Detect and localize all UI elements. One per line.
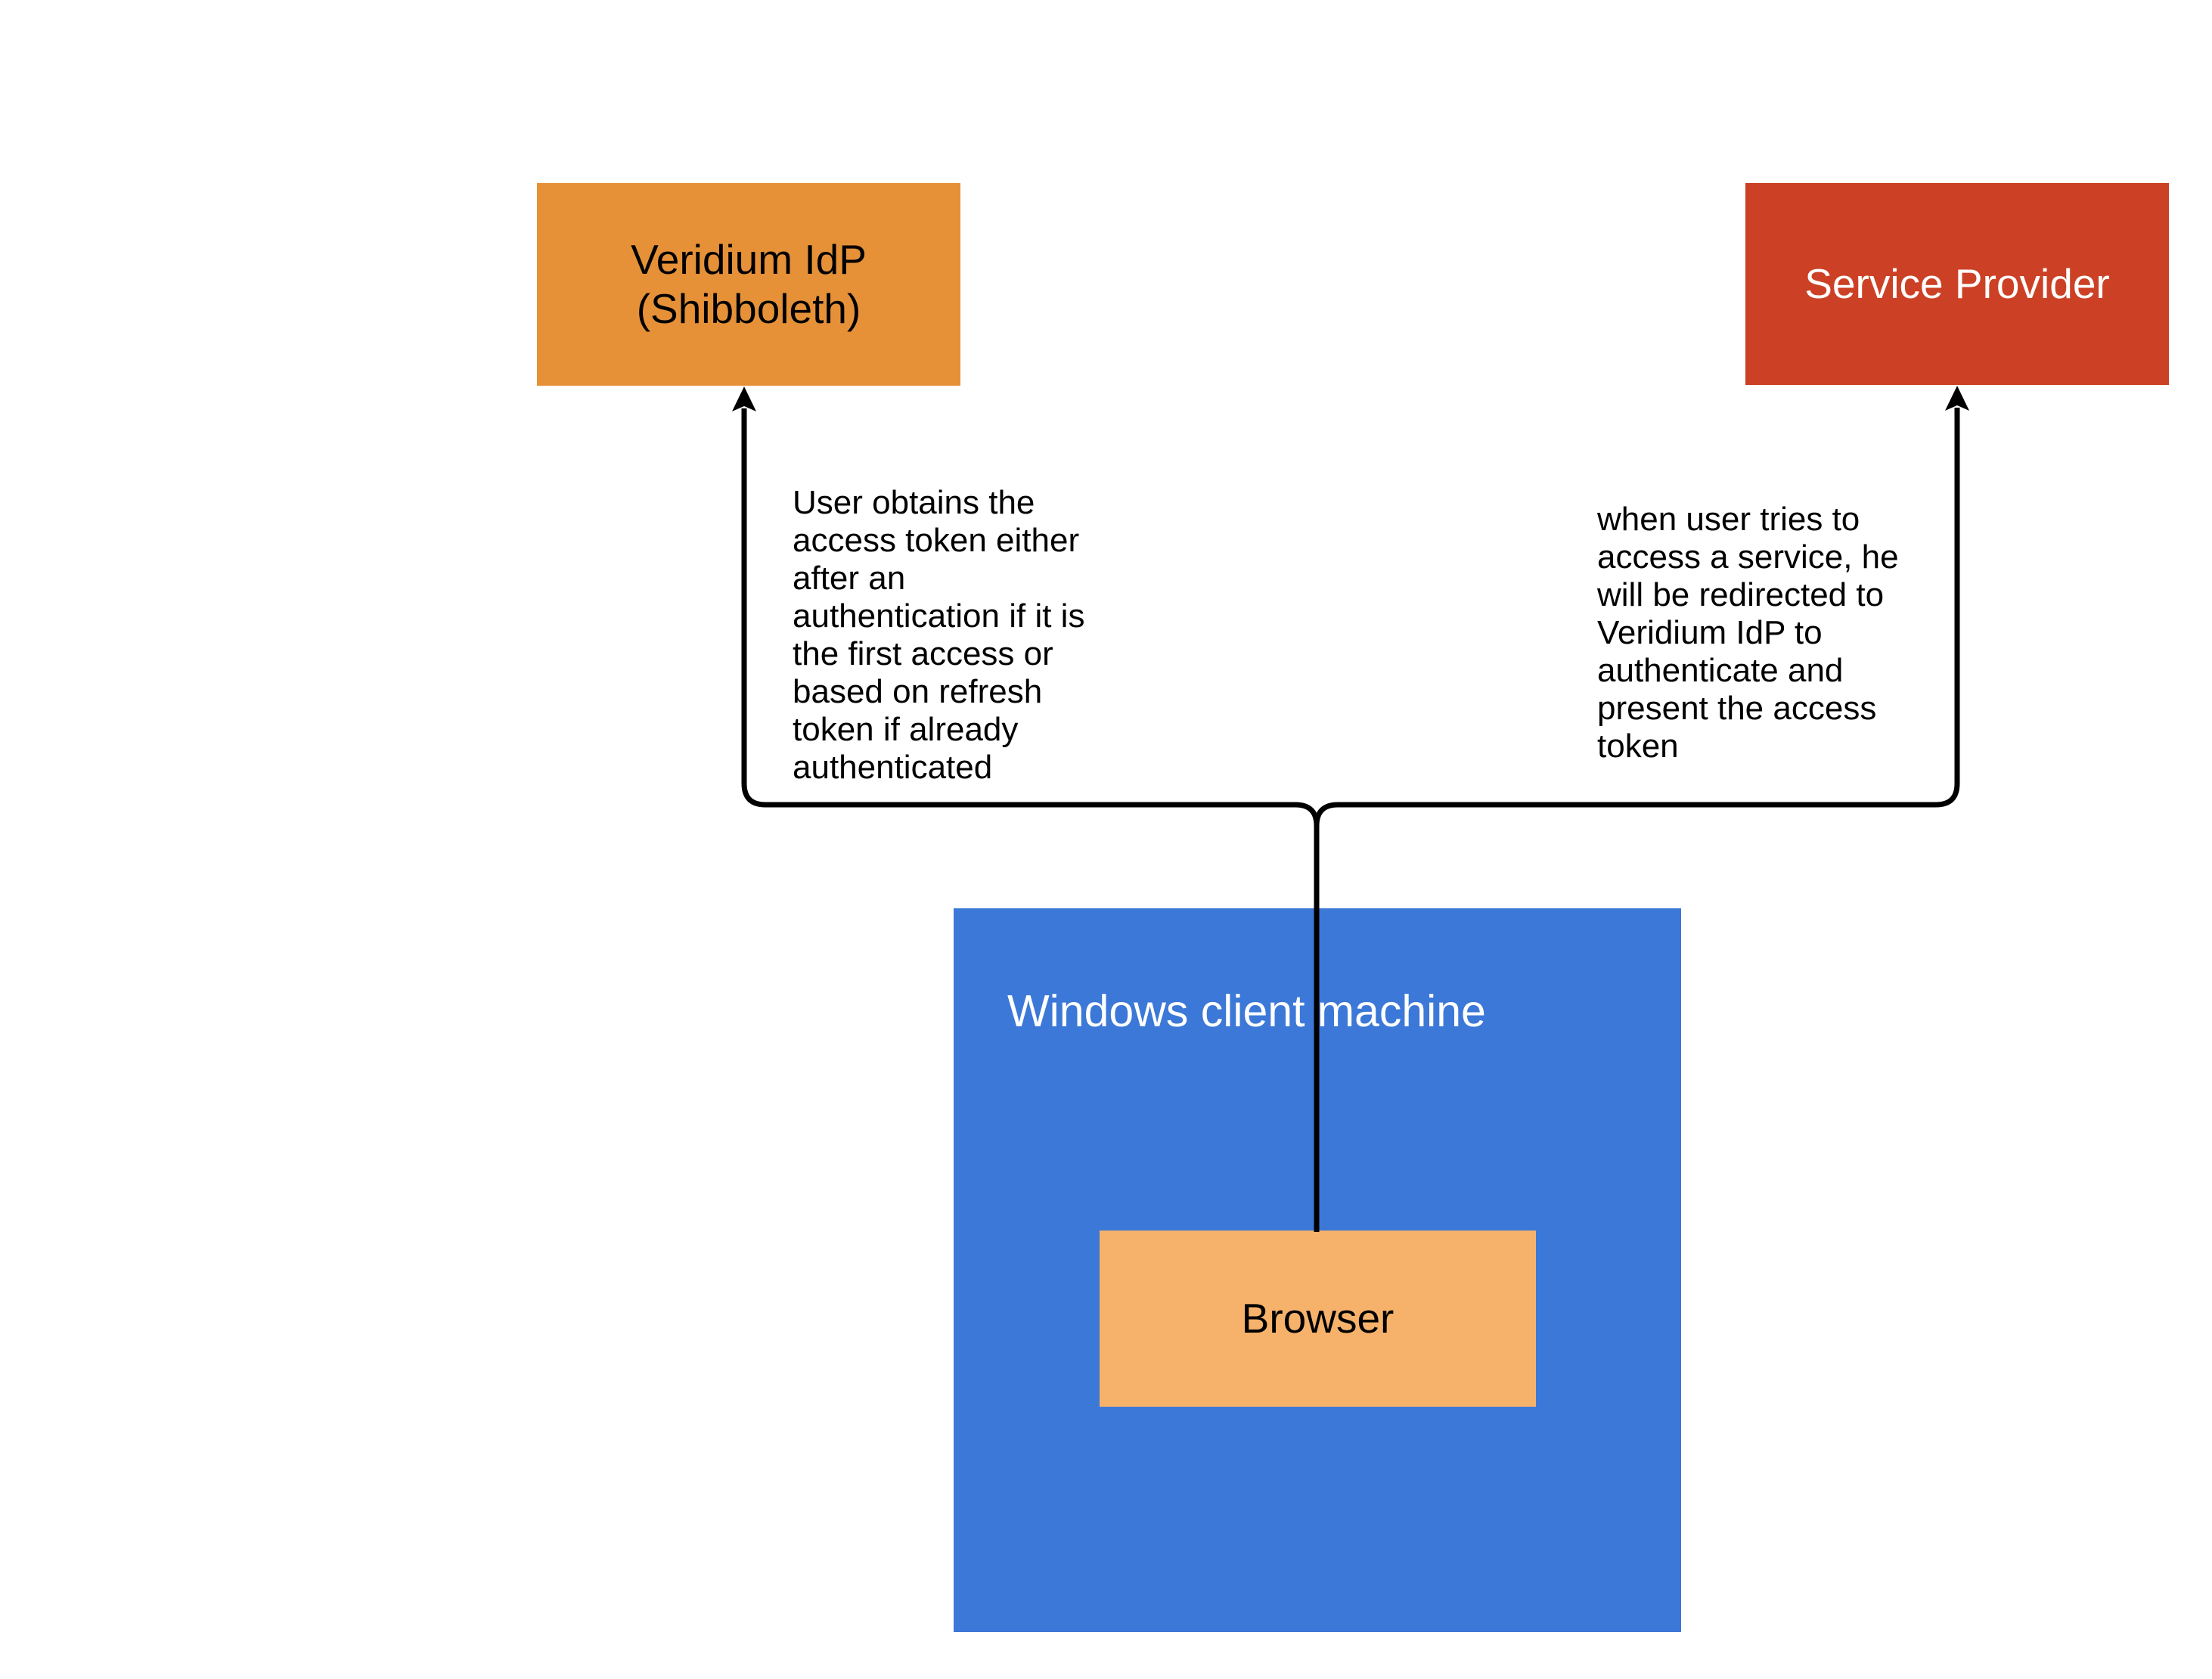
veridium-idp-box: Veridium IdP (Shibboleth) <box>537 183 960 386</box>
service-provider-box: Service Provider <box>1745 183 2169 385</box>
arrowhead-service-provider <box>1945 386 1969 411</box>
windows-client-machine-label: Windows client machine <box>1007 986 1486 1036</box>
service-provider-label: Service Provider <box>1804 260 2110 308</box>
left-arrow-annotation: User obtains the access token either aft… <box>793 484 1085 786</box>
windows-client-machine-box: Windows client machine Browser <box>954 908 1681 1632</box>
arrowhead-idp <box>732 386 756 411</box>
veridium-idp-label: Veridium IdP (Shibboleth) <box>631 236 867 332</box>
browser-label: Browser <box>1241 1295 1395 1342</box>
right-arrow-annotation: when user tries to access a service, he … <box>1597 501 1899 765</box>
browser-box: Browser <box>1100 1231 1536 1407</box>
